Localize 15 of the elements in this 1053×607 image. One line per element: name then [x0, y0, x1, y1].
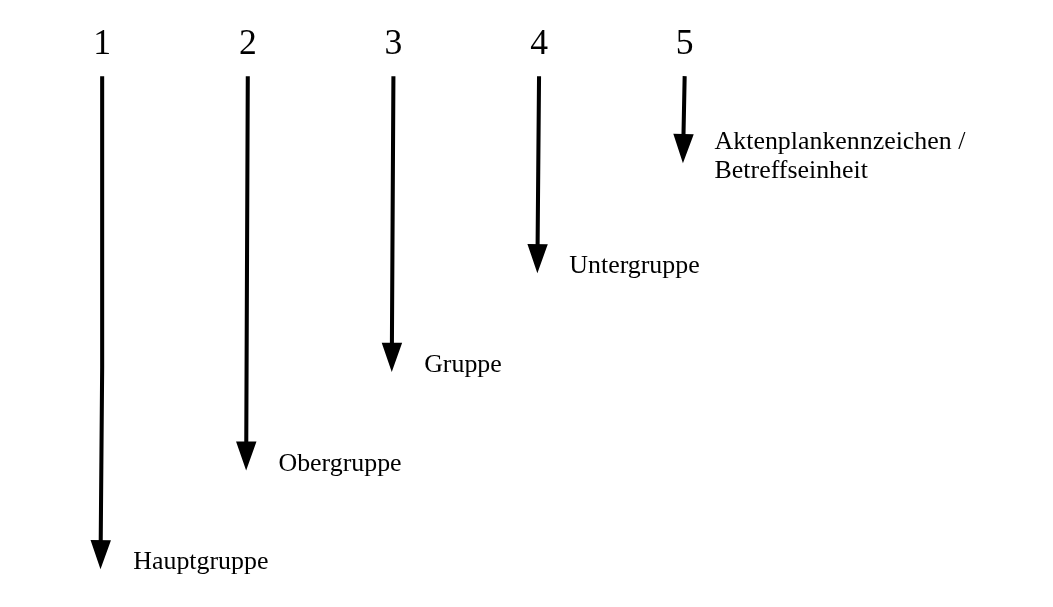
node-text: 1 [93, 22, 112, 63]
arrow [236, 76, 257, 471]
arrow [673, 76, 694, 164]
node-text: 4 [530, 22, 548, 63]
arrow [381, 76, 403, 372]
node-text: Untergruppe [569, 250, 700, 280]
node-text: 5 [675, 22, 694, 63]
node-text: 2 [238, 22, 257, 63]
node-text: Gruppe [424, 348, 502, 378]
node-text: 3 [384, 22, 403, 63]
node-text: Hauptgruppe [133, 546, 269, 576]
arrow [527, 76, 548, 274]
arrow [90, 76, 111, 570]
node-text: Aktenplankennzeichen / Betreffseinheit [714, 125, 966, 184]
node-text: Obergruppe [278, 447, 402, 477]
